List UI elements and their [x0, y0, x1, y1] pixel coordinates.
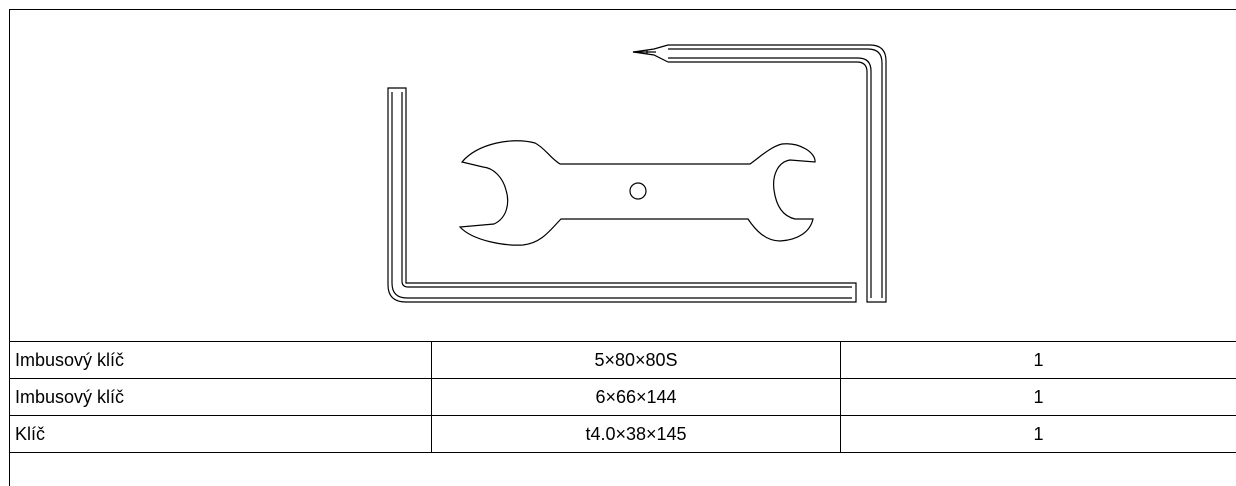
parts-sheet: Imbusový klíč 5×80×80S 1 Imbusový klíč 6… [9, 9, 1236, 486]
hex-key-icon [632, 44, 887, 303]
tools-illustration [387, 44, 887, 303]
part-name-cell: Klíč [10, 415, 432, 453]
part-name-cell: Imbusový klíč [10, 378, 432, 416]
open-end-wrench-icon [458, 140, 816, 246]
part-qty-cell: 1 [840, 415, 1236, 453]
table-row: Imbusový klíč 5×80×80S 1 [10, 342, 1236, 379]
tool-drawing-panel [10, 10, 1236, 342]
hex-key-icon [387, 87, 857, 303]
part-qty-cell: 1 [840, 378, 1236, 416]
part-name-cell: Imbusový klíč [10, 342, 432, 379]
part-size-cell: 6×66×144 [431, 378, 841, 416]
part-size-cell: t4.0×38×145 [431, 415, 841, 453]
table-row: Imbusový klíč 6×66×144 1 [10, 378, 1236, 416]
parts-table: Imbusový klíč 5×80×80S 1 Imbusový klíč 6… [10, 342, 1236, 453]
table-row: Klíč t4.0×38×145 1 [10, 415, 1236, 453]
part-qty-cell: 1 [840, 342, 1236, 379]
part-size-cell: 5×80×80S [431, 342, 841, 379]
